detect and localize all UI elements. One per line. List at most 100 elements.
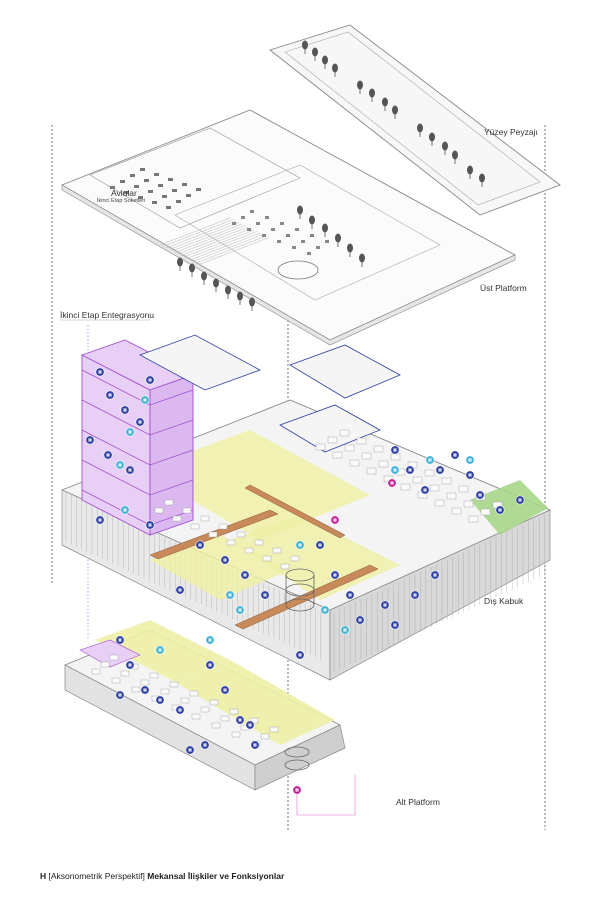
tree-icon — [312, 47, 318, 61]
plaza-table — [256, 222, 260, 225]
lower-room-module — [200, 706, 210, 713]
room-module — [441, 477, 452, 485]
lower-room-module — [91, 668, 101, 675]
tree-icon — [322, 223, 328, 237]
tree-icon — [382, 97, 388, 111]
tree-icon — [417, 123, 423, 137]
lower-room-module — [231, 731, 241, 738]
lower-room-module — [189, 690, 199, 697]
room-module — [446, 492, 457, 500]
courtyard-table — [162, 195, 167, 198]
lower-room-module — [160, 688, 170, 695]
plaza-table — [307, 252, 311, 255]
room-module — [361, 452, 372, 460]
caption-bracket: [Aksonometrik Perspektif] — [48, 871, 145, 881]
plaza-table — [262, 234, 266, 237]
blue-block-left — [139, 334, 261, 391]
courtyard-table — [134, 185, 139, 188]
courtyard-table — [148, 190, 153, 193]
label-ikinci-etap-entegrasyonu: İkinci Etap Entegrasyonu — [60, 310, 155, 320]
lower-room-module — [140, 679, 150, 686]
label-avlular: Avlular — [111, 188, 137, 198]
label-ust-platform: Üst Platform — [480, 283, 527, 293]
blue-block-right — [289, 344, 401, 399]
function-icon — [390, 620, 400, 630]
function-icon — [95, 367, 105, 377]
tree-icon — [479, 173, 485, 187]
plaza-table — [292, 246, 296, 249]
room-module — [356, 437, 367, 445]
room-module — [327, 436, 338, 444]
room-module — [412, 476, 423, 484]
tree-icon — [442, 141, 448, 155]
caption-title: Mekansal İlişkiler ve Fonksiyonlar — [147, 871, 285, 881]
tree-icon — [309, 215, 315, 229]
function-icon — [387, 478, 397, 488]
function-icon — [390, 465, 400, 475]
function-icon — [435, 465, 445, 475]
plaza-table — [310, 234, 314, 237]
upper-platform-edge — [61, 184, 516, 346]
function-icon — [175, 705, 185, 715]
room-module — [164, 499, 174, 506]
lower-room-module — [120, 670, 130, 677]
courtyard-table — [176, 200, 181, 203]
lower-room-module — [211, 722, 221, 729]
plaza-table — [295, 228, 299, 231]
function-icon — [205, 635, 215, 645]
tree-icon — [429, 132, 435, 146]
function-icon — [140, 685, 150, 695]
room-module — [378, 460, 389, 468]
purple-floor — [81, 429, 194, 466]
purple-integration-block-side — [149, 374, 194, 536]
room-module — [290, 555, 300, 562]
function-icon — [345, 590, 355, 600]
tree-icon — [467, 165, 473, 179]
lower-leader-line — [296, 775, 356, 816]
room-module — [272, 547, 282, 554]
lower-room-module — [149, 672, 159, 679]
plaza-table — [325, 240, 329, 243]
function-icon — [380, 600, 390, 610]
tree-icon — [297, 205, 303, 219]
courtyard-table — [166, 206, 171, 209]
room-module — [200, 515, 210, 522]
label-ikinci-etap-soketleri: İkinci Etap Soketleri — [97, 198, 146, 204]
room-module — [400, 483, 411, 491]
trees-group — [177, 40, 485, 311]
courtyard-table — [130, 174, 135, 177]
purple-floor — [81, 369, 194, 406]
function-icon — [260, 590, 270, 600]
upper-platform-layer — [60, 24, 561, 346]
lower-room-module — [220, 715, 230, 722]
plaza-table — [247, 228, 251, 231]
plaza-table — [301, 240, 305, 243]
function-icon — [235, 715, 245, 725]
terrace-step — [198, 237, 270, 265]
tree-icon — [347, 243, 353, 257]
plaza-table — [250, 210, 254, 213]
surface-landscape-inner — [284, 31, 541, 206]
room-module — [332, 451, 343, 459]
tree-icon — [237, 291, 243, 305]
blue-block-mid — [279, 404, 381, 453]
tree-icon — [357, 80, 363, 94]
room-module — [254, 539, 264, 546]
courtyard-table — [186, 194, 191, 197]
purple-floor-slabs — [81, 369, 194, 526]
function-icon — [405, 465, 415, 475]
courtyard-table — [152, 201, 157, 204]
function-icon — [95, 515, 105, 525]
lower-yellow-zone-b — [175, 660, 335, 745]
function-icon — [125, 660, 135, 670]
room-module — [424, 469, 435, 477]
room-module — [244, 547, 254, 554]
function-icon — [250, 740, 260, 750]
room-module — [208, 531, 218, 538]
function-icon — [120, 505, 130, 515]
plaza-table — [316, 246, 320, 249]
function-icon — [225, 590, 235, 600]
room-module — [262, 555, 272, 562]
room-module — [366, 467, 377, 475]
figure-caption: H [Aksonometrik Perspektif] Mekansal İli… — [40, 871, 284, 881]
